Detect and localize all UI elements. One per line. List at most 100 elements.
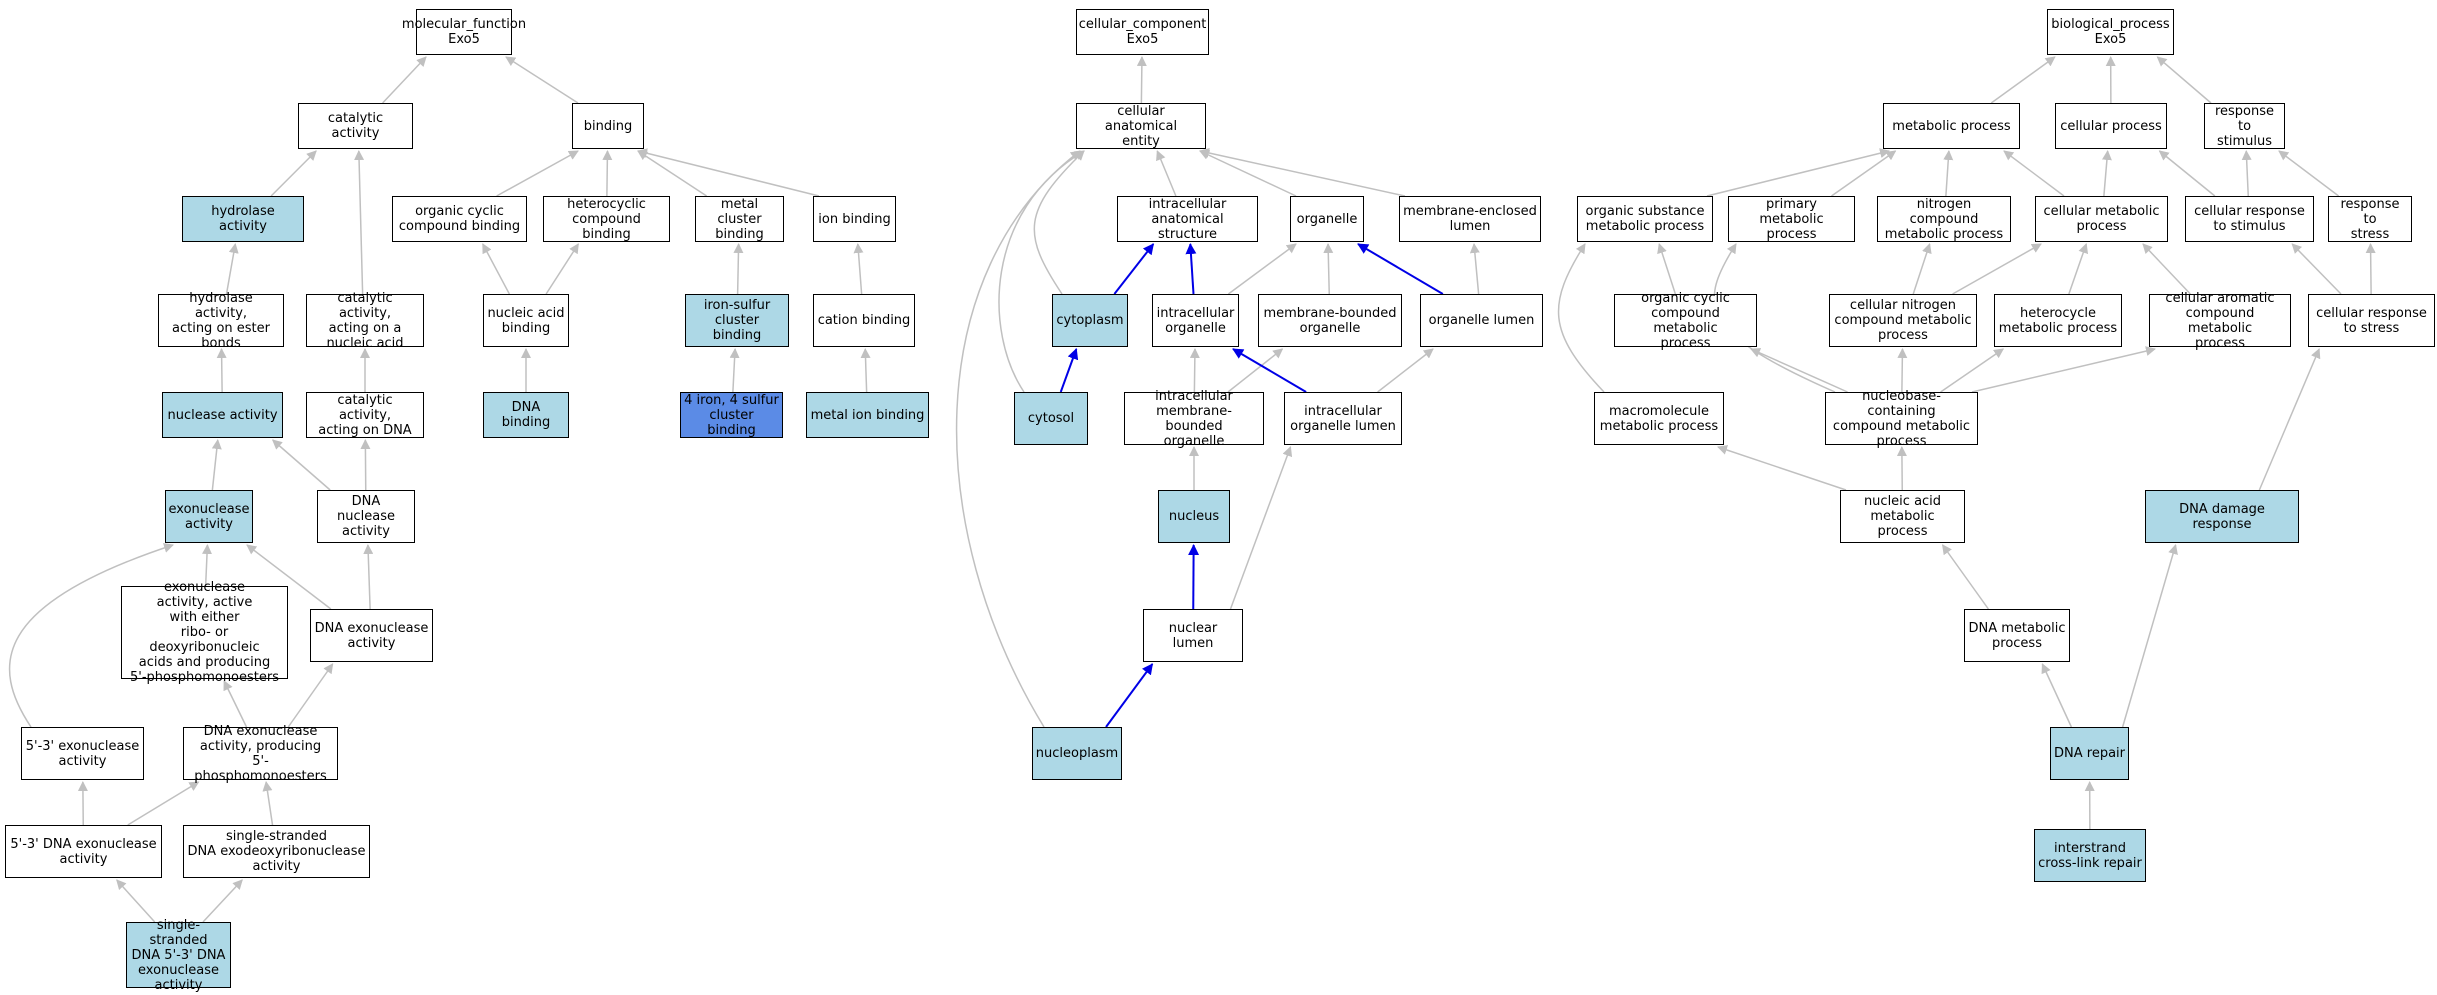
go-term-nbcmp: nucleobase-containing compound metabolic… xyxy=(1825,389,1978,449)
go-term-cellular-process: cellular process xyxy=(2055,103,2167,149)
go-term-catalytic: catalytic activity xyxy=(298,103,413,149)
go-term-organelle: organelle xyxy=(1290,196,1364,242)
go-term-exo-active: exonuclease activity, active with either… xyxy=(121,580,288,685)
edge-cmp-to-cellular-process xyxy=(2101,150,2112,197)
edge-ol-to-mel xyxy=(1469,243,1480,295)
go-term-cation-binding: cation binding xyxy=(813,294,915,347)
edge-hydrolase-ester-to-hydrolase xyxy=(225,243,239,295)
go-term-icl-repair: interstrand cross-link repair xyxy=(2034,829,2146,882)
edge-rts-to-bp xyxy=(2156,56,2212,104)
edge-cncmp-to-ncmp xyxy=(1912,243,1932,295)
edge-organelle-to-cae xyxy=(1199,150,1297,197)
edge-cytoplasm-to-ias xyxy=(1113,243,1155,295)
go-term-dna-exo: DNA exonuclease activity xyxy=(310,609,433,662)
edge-ias-to-cae xyxy=(1156,150,1177,197)
edge-nbcmp-to-cncmp xyxy=(1897,348,1908,393)
edge-namp-to-mmp xyxy=(1717,445,1847,491)
edge-metabolic-to-bp xyxy=(1990,56,2056,104)
edge-crtstress-to-crts xyxy=(2291,243,2342,295)
go-term-rts: response to stimulus xyxy=(2204,103,2285,149)
edge-cae-to-cc xyxy=(1136,56,1147,104)
go-term-fe4s4: 4 iron, 4 sulfur cluster binding xyxy=(680,392,783,438)
edge-na-binding-to-heterocyclic-binding xyxy=(545,243,579,295)
edge-exonuclease-to-nuclease xyxy=(211,439,222,491)
go-term-nuclease: nuclease activity xyxy=(162,392,283,438)
edge-ss53-to-ss-exodeoxy xyxy=(202,879,243,923)
go-term-ss-exodeoxy: single-stranded DNA exodeoxyribonuclease… xyxy=(183,825,370,878)
go-term-exo53: 5'-3' exonuclease activity xyxy=(21,727,144,780)
edge-organic-cyclic-binding-to-binding xyxy=(496,150,579,197)
edge-dnamp-to-namp xyxy=(1941,544,1989,610)
edge-crts-to-rts xyxy=(2241,150,2252,197)
edge-exo53-dna-to-dna-exo-prod xyxy=(127,781,200,826)
edge-pmp-to-metabolic xyxy=(1831,150,1897,197)
edge-cytosol-to-cytoplasm xyxy=(1059,348,1079,393)
edge-dna-nuclease-to-nuclease xyxy=(271,439,331,491)
go-term-mel: membrane-enclosed lumen xyxy=(1399,196,1541,242)
edge-metal-cluster-to-binding xyxy=(637,150,708,197)
go-term-hmp: heterocycle metabolic process xyxy=(1994,294,2122,347)
go-term-nuclear-lumen: nuclear lumen xyxy=(1143,609,1243,662)
edge-binding-to-mf xyxy=(505,56,579,104)
edge-imbo-to-io xyxy=(1189,348,1200,393)
edge-osmp-to-metabolic xyxy=(1706,148,1890,197)
edge-cmp-to-metabolic xyxy=(2003,150,2065,197)
go-term-organic-cyclic-binding: organic cyclic compound binding xyxy=(392,196,527,242)
edge-fes-binding-to-metal-cluster xyxy=(733,243,744,295)
go-term-heterocyclic-binding: heterocyclic compound binding xyxy=(543,196,670,242)
go-term-mmp: macromolecule metabolic process xyxy=(1594,392,1724,445)
go-term-fes-binding: iron-sulfur cluster binding xyxy=(685,294,789,347)
edge-dna-exo-to-exonuclease xyxy=(246,544,332,610)
edge-mel-to-cae xyxy=(1199,148,1406,197)
edge-nbcmp-to-cacmp xyxy=(1971,346,2156,393)
edge-nucleoplasm-to-nuclear-lumen xyxy=(1105,663,1154,728)
go-term-cytoplasm: cytoplasm xyxy=(1052,294,1128,347)
go-term-cc: cellular_component Exo5 xyxy=(1076,9,1209,55)
edge-mmp-to-osmp xyxy=(1557,243,1605,393)
go-term-cytosol: cytosol xyxy=(1014,392,1088,445)
edge-metal-ion-to-cation-binding xyxy=(860,348,871,393)
edge-mbo-to-organelle xyxy=(1323,243,1334,295)
edge-ol-to-organelle xyxy=(1357,243,1444,295)
go-term-dna-repair: DNA repair xyxy=(2050,727,2129,780)
edge-exo53-to-exonuclease xyxy=(8,543,174,728)
go-term-catalytic-na: catalytic activity, acting on a nucleic … xyxy=(306,291,424,351)
edge-catalytic-na-to-catalytic xyxy=(354,150,365,295)
edge-nuclear-lumen-to-iol xyxy=(1229,446,1293,610)
edge-dna-exo-prod-to-exo-active xyxy=(223,680,248,728)
edge-nbcmp-to-hmp xyxy=(1940,348,2005,393)
go-term-dna-exo-prod: DNA exonuclease activity, producing 5'-p… xyxy=(183,724,338,784)
go-term-exonuclease: exonuclease activity xyxy=(165,490,253,543)
go-term-nucleoplasm: nucleoplasm xyxy=(1032,727,1122,780)
edge-heterocyclic-binding-to-binding xyxy=(602,150,613,197)
go-term-cmp: cellular metabolic process xyxy=(2035,196,2168,242)
go-term-osmp: organic substance metabolic process xyxy=(1577,196,1713,242)
edge-nuclease-to-hydrolase-ester xyxy=(216,348,227,393)
edge-occmp-to-osmp xyxy=(1657,243,1677,295)
go-term-bp: biological_process Exo5 xyxy=(2047,9,2174,55)
go-term-pmp: primary metabolic process xyxy=(1728,196,1855,242)
go-term-ss53: single-stranded DNA 5'-3' DNA exonucleas… xyxy=(126,918,231,993)
go-term-occmp: organic cyclic compound metabolic proces… xyxy=(1614,291,1757,351)
go-term-ncmp: nitrogen compound metabolic process xyxy=(1877,196,2011,242)
edge-ss-exodeoxy-to-dna-exo-prod xyxy=(262,781,274,826)
edge-cation-binding-to-ion-binding xyxy=(853,243,864,295)
go-term-namp: nucleic acid metabolic process xyxy=(1840,490,1965,543)
edge-iol-to-io xyxy=(1232,348,1307,393)
edge-iol-to-ol xyxy=(1377,348,1434,393)
edge-cytoplasm-to-cae xyxy=(1033,150,1085,295)
edge-crts-to-cellular-process xyxy=(2158,150,2216,197)
go-term-dna-binding: DNA binding xyxy=(483,392,569,438)
edge-ddr-to-crtstress xyxy=(2258,348,2321,491)
go-term-cacmp: cellular aromatic compound metabolic pro… xyxy=(2149,291,2291,351)
go-term-mbo: membrane-bounded organelle xyxy=(1258,294,1402,347)
edge-dna-repair-to-ddr xyxy=(2121,544,2178,728)
edge-ss53-to-exo53-dna xyxy=(116,879,156,923)
edge-rtstress-to-rts xyxy=(2278,150,2340,197)
go-term-hydrolase: hydrolase activity xyxy=(182,196,304,242)
go-term-na-binding: nucleic acid binding xyxy=(483,294,569,347)
edge-crtstress-to-rtstress xyxy=(2365,243,2376,295)
go-term-metabolic: metabolic process xyxy=(1883,103,2020,149)
go-term-metal-cluster: metal cluster binding xyxy=(695,196,784,242)
